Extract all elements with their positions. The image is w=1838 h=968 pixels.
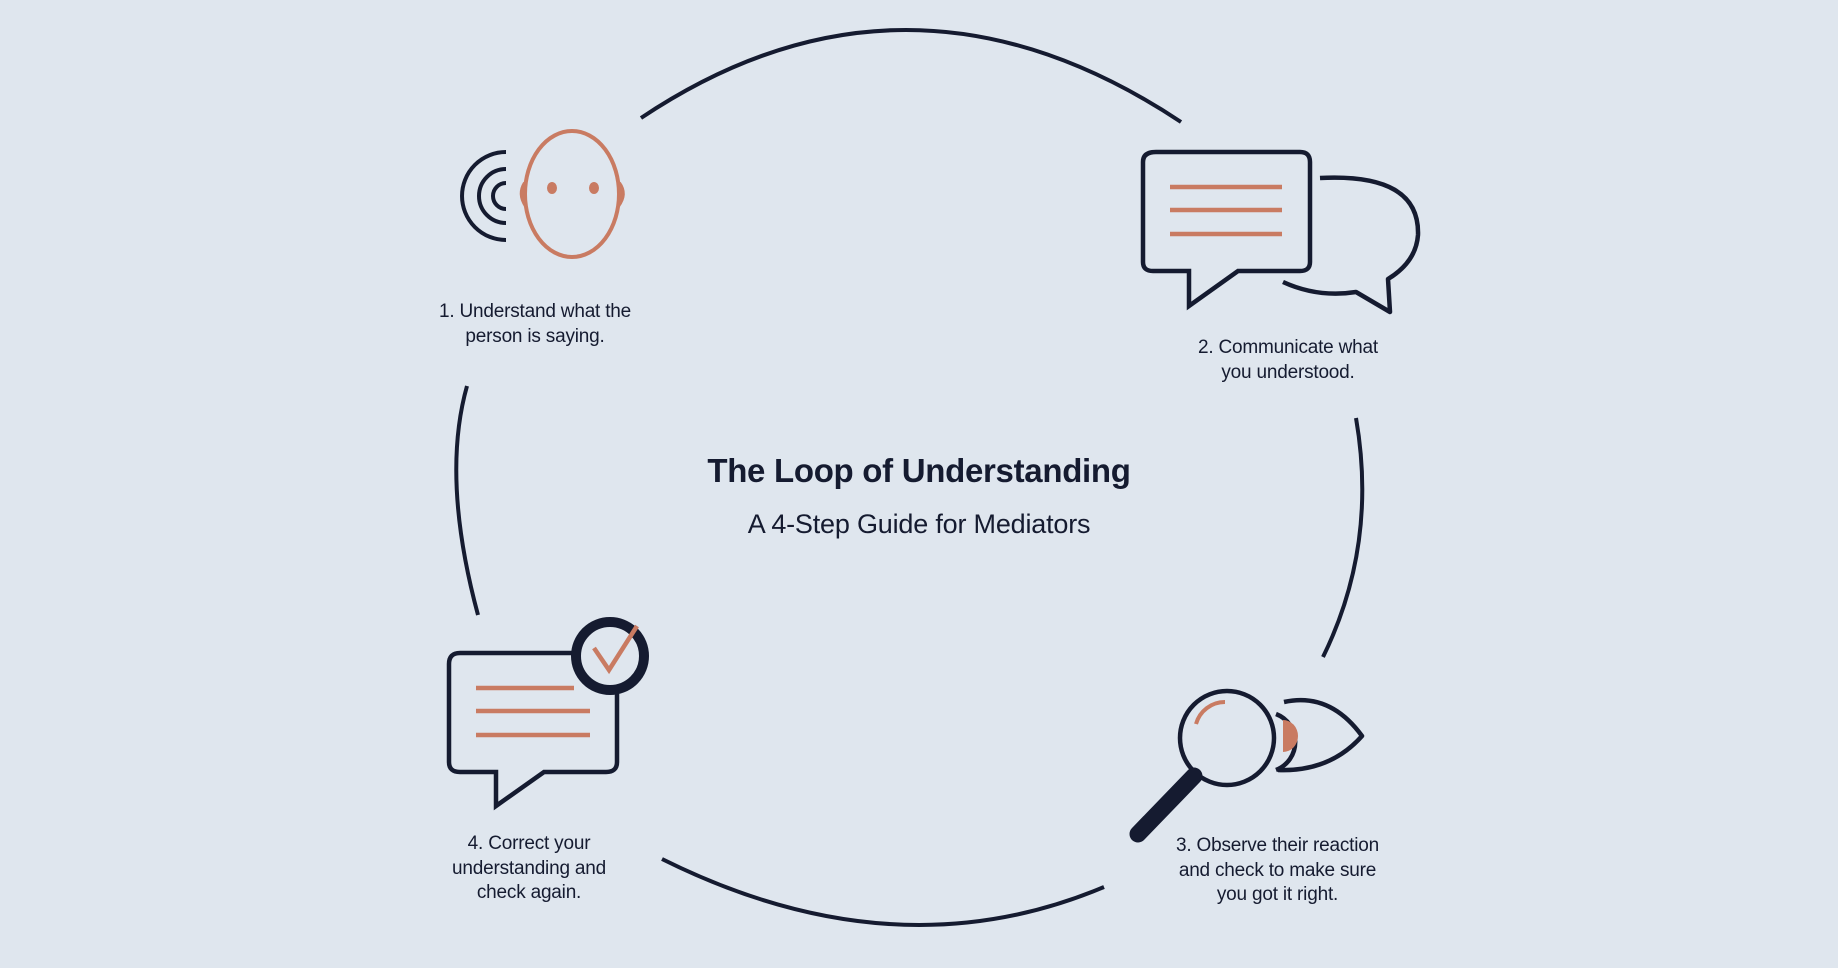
loop-arc-right: [1321, 417, 1365, 658]
magnifier-lens-icon: [1177, 688, 1277, 788]
conversation-bubbles-icon: [1140, 149, 1421, 315]
speech-text-lines-icon: [476, 685, 590, 738]
page-subtitle: A 4-Step Guide for Mediators: [747, 509, 1091, 539]
loop-arc-left: [454, 385, 480, 616]
step-4-line-1: 4. Correct your: [467, 833, 591, 854]
step-3-line-3: you got it right.: [1216, 884, 1339, 905]
step-3-caption: 3. Observe their reaction and check to m…: [1140, 834, 1415, 908]
eye-pupil-icon: [1283, 720, 1298, 752]
step-4-caption: 4. Correct your understanding and check …: [404, 832, 654, 906]
head-eyes-icon: [547, 182, 599, 194]
step-2-caption: 2. Communicate what you understood.: [1163, 336, 1413, 385]
step-1-line-2: person is saying.: [465, 325, 605, 347]
loop-arc-top: [639, 28, 1183, 124]
step-3-line-1: 3. Observe their reaction: [1175, 835, 1380, 856]
eye-outline-icon: [1277, 697, 1365, 773]
checked-speech-bubble-icon: [446, 617, 649, 811]
step-4-line-3: check again.: [476, 882, 582, 903]
page-title: The Loop of Understanding: [707, 452, 1131, 489]
step-1-line-1: 1. Understand what the: [438, 301, 632, 322]
sound-waves-icon: [460, 150, 507, 242]
step-3-line-2: and check to make sure: [1178, 859, 1377, 881]
step-4-line-2: understanding and: [451, 857, 606, 879]
magnifier-eye-icon: [1129, 688, 1365, 843]
speech-bubble-back-icon: [1282, 175, 1421, 315]
magnifier-glint-icon: [1194, 699, 1226, 725]
loop-arc-bottom: [661, 857, 1105, 927]
head-outline-icon: [519, 129, 625, 259]
speech-bubble-front-icon: [1140, 149, 1313, 311]
loop-circle: [454, 28, 1365, 927]
listening-head-icon: [460, 129, 625, 259]
speech-text-lines-icon: [1170, 184, 1282, 237]
step-1-caption: 1. Understand what the person is saying.: [410, 300, 660, 349]
checkmark-icon: [592, 624, 639, 675]
magnifier-handle-icon: [1129, 767, 1203, 843]
step-2-line-1: 2. Communicate what: [1198, 337, 1378, 358]
step-2-line-2: you understood.: [1221, 361, 1355, 383]
